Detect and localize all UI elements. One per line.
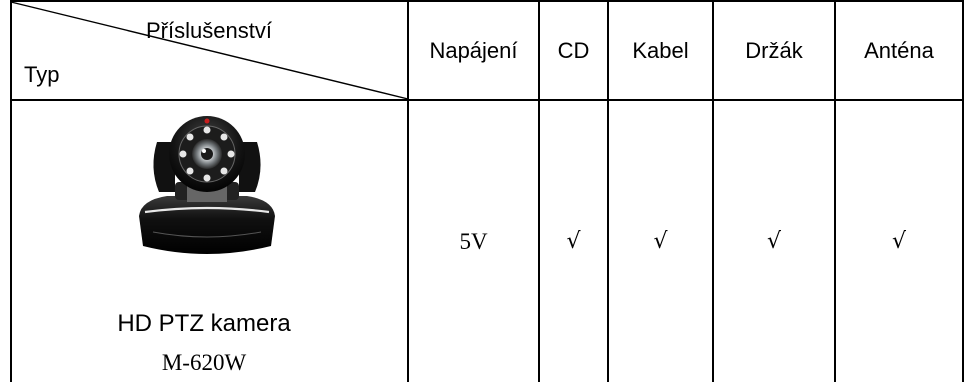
corner-diagonal — [10, 1, 409, 100]
camera-image — [139, 116, 275, 254]
product-name: HD PTZ kamera — [117, 310, 291, 337]
value-power: 5V — [459, 228, 488, 254]
header-accessories-label: Příslušenství — [146, 18, 272, 43]
value-cable: √ — [653, 229, 668, 254]
value-antenna: √ — [891, 229, 907, 254]
product-model: M-620W — [161, 350, 247, 375]
value-holder: √ — [766, 229, 782, 254]
header-antenna: Anténa — [864, 37, 934, 63]
header-cd: CD — [557, 37, 590, 63]
header-holder: Držák — [745, 37, 803, 63]
header-cable: Kabel — [632, 37, 689, 63]
header-type-label: Typ — [24, 62, 60, 87]
value-cd: √ — [566, 229, 581, 254]
header-power: Napájení — [429, 37, 518, 63]
